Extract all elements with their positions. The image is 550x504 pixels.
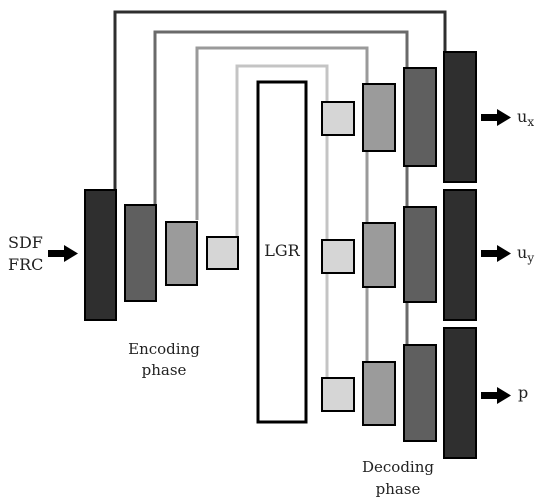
decoder-block-1-mid — [443, 189, 477, 321]
decoder-block-3-top — [362, 83, 396, 152]
output-label-ux-sub: x — [527, 115, 534, 129]
encoder-blocks — [84, 189, 239, 321]
encoding-phase-label-line1: Encoding — [128, 340, 200, 358]
decoder-block-4-bottom — [321, 377, 355, 412]
skip-connection-2 — [153, 30, 409, 205]
decoder-block-1-top — [443, 51, 477, 183]
encoder-block-4 — [206, 236, 239, 270]
decoder-block-4-top — [321, 101, 355, 136]
output-label-uy: uy — [517, 243, 534, 265]
skip-connection-3 — [195, 46, 369, 220]
decoding-phase-label-line1: Decoding — [362, 458, 434, 476]
input-label-frc: FRC — [8, 255, 43, 274]
decoder-block-3-mid — [362, 222, 396, 288]
encoder-block-2 — [124, 204, 157, 302]
decoder-level4 — [321, 101, 355, 412]
output-arrow-uy — [481, 245, 511, 262]
decoding-phase-label-line2: phase — [376, 480, 421, 498]
output-label-p: p — [518, 383, 528, 402]
encoder-block-1 — [84, 189, 117, 321]
decoder-block-3-bottom — [362, 361, 396, 426]
decoder-level2 — [403, 67, 437, 442]
skip-connection-4 — [235, 64, 329, 237]
decoder-block-1-bottom — [443, 327, 477, 459]
output-arrow-ux — [481, 109, 511, 126]
output-arrow-p — [481, 387, 511, 404]
center-block — [256, 80, 308, 424]
decoder-block-2-top — [403, 67, 437, 167]
decoder-block-2-bottom — [403, 344, 437, 442]
skip-connection-1 — [113, 10, 447, 190]
decoder-block-2-mid — [403, 206, 437, 303]
input-label-sdf: SDF — [8, 233, 43, 252]
output-label-uy-sub: y — [526, 251, 534, 265]
input-arrow — [48, 245, 78, 262]
encoder-block-3 — [165, 221, 198, 286]
decoder-block-4-mid — [321, 239, 355, 274]
output-label-ux: ux — [517, 107, 534, 129]
encoding-phase-label-line2: phase — [142, 361, 187, 379]
decoder-level1 — [443, 51, 477, 459]
center-block-label: LGR — [264, 241, 300, 260]
decoder-level3 — [362, 83, 396, 426]
skip-connections — [113, 10, 447, 378]
